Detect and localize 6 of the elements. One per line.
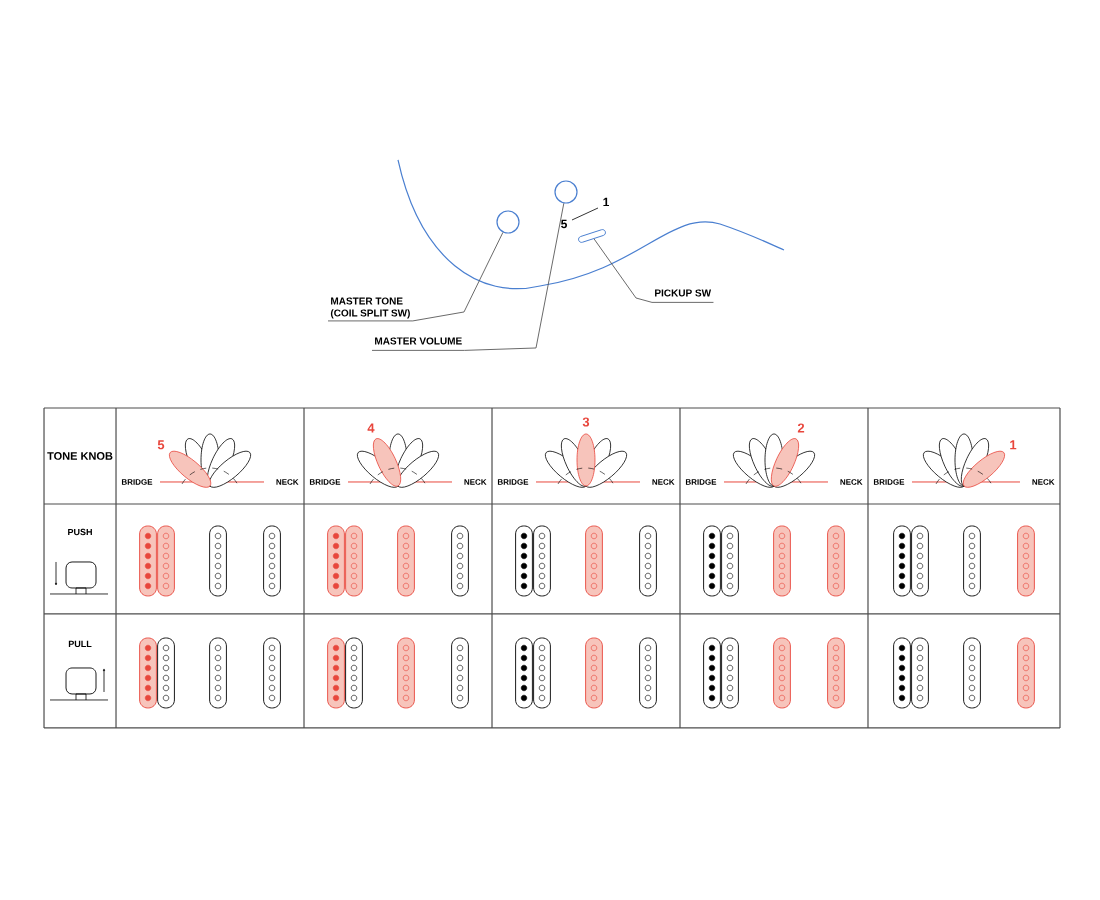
knob [554,180,578,204]
leader-line [371,202,565,351]
leader-line [327,231,504,322]
switch-slot [578,229,606,243]
knob [496,210,520,234]
leader-line [593,238,714,303]
